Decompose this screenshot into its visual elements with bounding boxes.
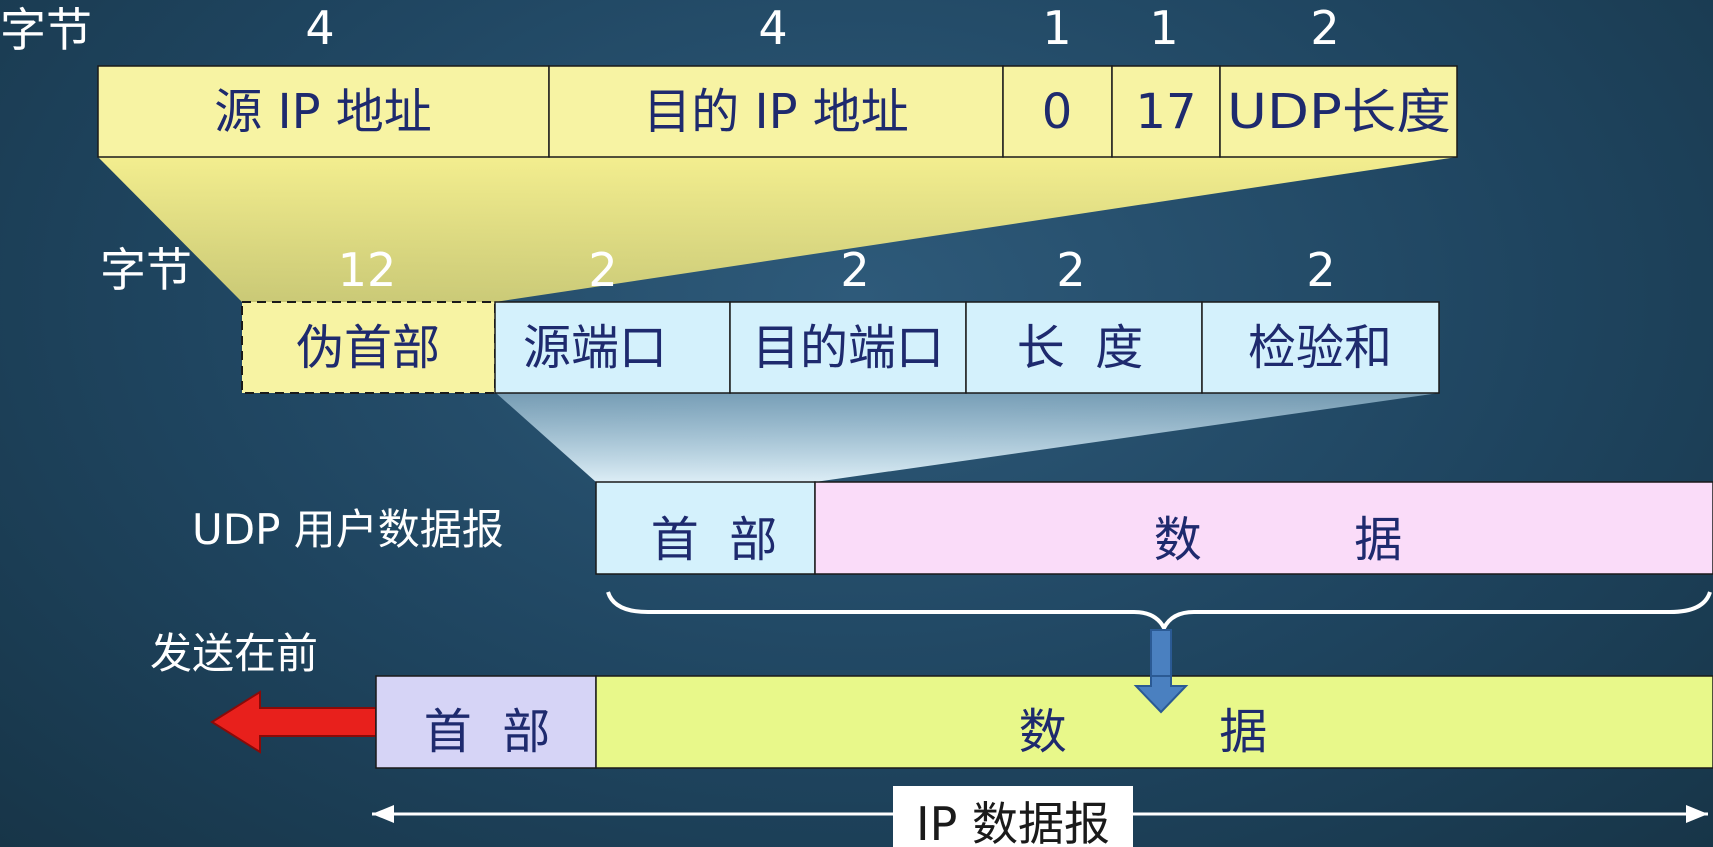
- udp-datagram-label: UDP 用户数据报: [192, 505, 504, 554]
- field-length-label: 长 度: [1017, 320, 1144, 376]
- field-source-ip-label: 源 IP 地址: [214, 84, 432, 140]
- field-udp-length-label: UDP长度: [1227, 84, 1451, 140]
- byte-count-pseudo-header: 12: [338, 243, 397, 297]
- field-udp-length: [1219, 65, 1458, 158]
- field-pseudo-header: [241, 301, 496, 394]
- ip-datagram-data-label: 数 据: [1019, 704, 1268, 760]
- byte-count-length: 2: [1056, 243, 1085, 297]
- byte-count-dest-port: 2: [840, 243, 869, 297]
- send-first-label: 发送在前: [150, 629, 318, 678]
- field-source-port-label: 源端口: [523, 320, 667, 376]
- byte-count-protocol: 1: [1149, 1, 1178, 55]
- ip-datagram-label: IP 数据报: [916, 797, 1110, 847]
- field-source-ip: [97, 65, 550, 158]
- field-dest-ip-label: 目的 IP 地址: [643, 84, 909, 140]
- ip-datagram-header-label: 首 部: [424, 704, 551, 760]
- ip-datagram-label-box: [893, 786, 1133, 847]
- field-zero-label: 0: [1042, 84, 1073, 140]
- byte-count-zero: 1: [1042, 1, 1071, 55]
- ip-datagram-span: IP 数据报: [372, 786, 1708, 847]
- pseudo-header-fields: 源 IP 地址 目的 IP 地址 0 17 UDP长度 4 4 1 1 2: [97, 1, 1458, 158]
- udp-datagram-data-label: 数 据: [1154, 512, 1403, 568]
- byte-count-udp-length: 2: [1310, 1, 1339, 55]
- byte-label-row2: 字节: [100, 243, 192, 297]
- udp-datagram-data: [814, 481, 1713, 575]
- field-dest-port: [729, 301, 967, 394]
- field-pseudo-header-label: 伪首部: [296, 320, 440, 376]
- field-length: [965, 301, 1203, 394]
- ip-datagram-header: [375, 675, 597, 769]
- udp-datagram-brace: [606, 591, 1712, 633]
- byte-count-checksum: 2: [1306, 243, 1335, 297]
- byte-count-dest-ip: 4: [758, 1, 787, 55]
- udp-datagram-header: [595, 481, 816, 575]
- field-dest-ip: [548, 65, 1004, 158]
- udp-datagram-header-label: 首 部: [651, 512, 778, 568]
- down-arrow-tip-icon: [1133, 675, 1189, 714]
- udp-header-fan: [496, 393, 1439, 482]
- byte-count-source-ip: 4: [305, 1, 334, 55]
- send-direction-arrow-icon: [210, 690, 377, 754]
- field-dest-port-label: 目的端口: [752, 320, 944, 376]
- byte-label-row1: 字节: [0, 3, 92, 57]
- field-zero: [1002, 65, 1113, 158]
- field-checksum: [1201, 301, 1440, 394]
- byte-count-source-port: 2: [588, 243, 617, 297]
- ip-datagram: 首 部 数 据: [375, 675, 1713, 769]
- field-protocol-label: 17: [1135, 84, 1196, 140]
- udp-datagram: 首 部 数 据: [595, 481, 1713, 575]
- field-protocol: [1111, 65, 1221, 158]
- udp-header-fields: 伪首部 源端口 目的端口 长 度 检验和 12 2 2 2 2: [241, 243, 1440, 394]
- field-checksum-label: 检验和: [1248, 320, 1392, 376]
- pseudo-header-fan: [98, 157, 1457, 302]
